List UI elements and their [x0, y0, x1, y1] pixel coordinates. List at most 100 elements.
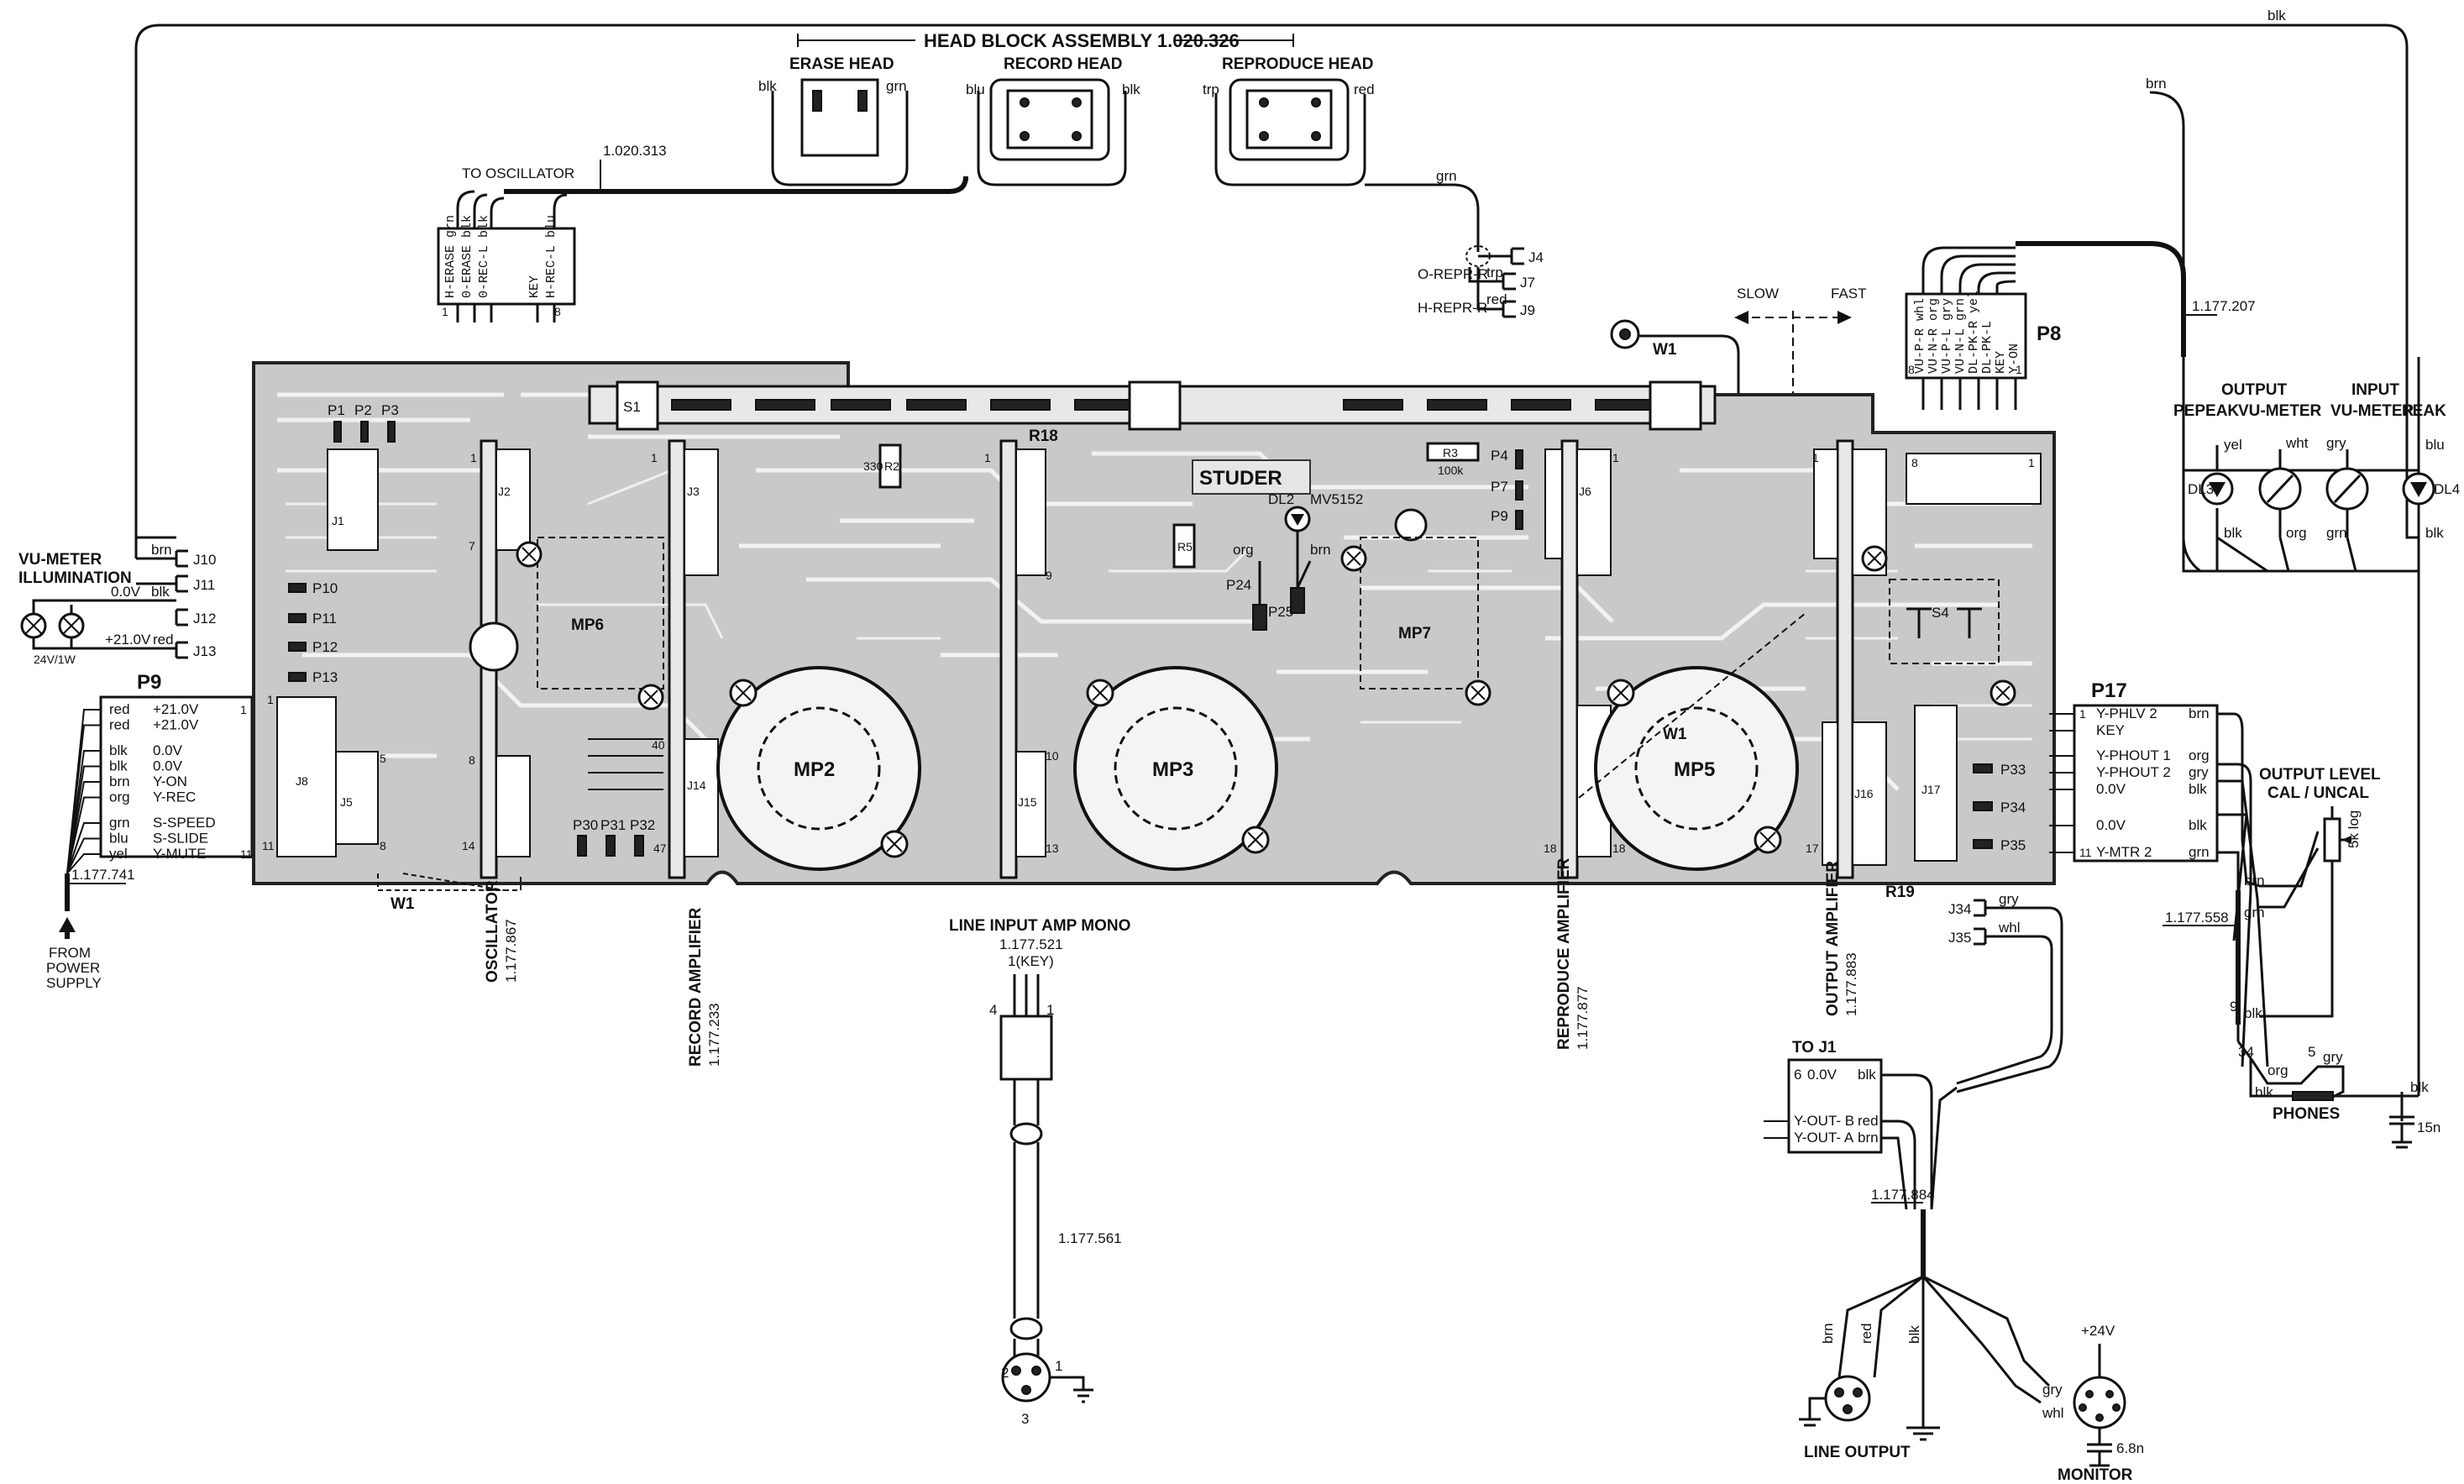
svg-text:1.177.883: 1.177.883 [1843, 952, 1859, 1016]
svg-text:red: red [1858, 1323, 1874, 1344]
svg-text:P1: P1 [328, 402, 345, 418]
svg-text:DL3: DL3 [2188, 481, 2214, 497]
svg-text:15n: 15n [2417, 1120, 2440, 1135]
strip-resistor [906, 399, 967, 411]
svg-text:brn: brn [2244, 873, 2265, 889]
svg-text:W1: W1 [391, 895, 415, 913]
p17-row-signal: 0.0V [2096, 781, 2126, 797]
svg-text:0.0V: 0.0V [1807, 1067, 1838, 1083]
svg-text:10: 10 [1046, 749, 1059, 763]
svg-text:1: 1 [651, 451, 658, 464]
svg-text:8: 8 [1911, 456, 1918, 469]
svg-text:PHONES: PHONES [2273, 1105, 2340, 1123]
svg-text:100k: 100k [1438, 464, 1464, 477]
svg-text:1: 1 [2028, 456, 2035, 469]
p9-row-wire: blk [109, 758, 128, 774]
svg-text:1.177.233: 1.177.233 [706, 1003, 722, 1067]
svg-text:1: 1 [2016, 363, 2022, 376]
p9-row-wire: red [109, 717, 130, 733]
svg-text:brn: brn [1820, 1323, 1836, 1344]
p17-row-signal: 0.0V [2096, 817, 2126, 833]
svg-text:J11: J11 [193, 577, 215, 593]
strip-resistor [1511, 399, 1571, 411]
svg-text:1: 1 [267, 693, 274, 706]
svg-text:P9: P9 [1491, 508, 1508, 524]
p17-row-wire: blk [2189, 817, 2207, 833]
svg-text:P10: P10 [312, 580, 338, 596]
p9-row-wire: blk [109, 742, 128, 758]
p17-row-pin: 11 [2079, 846, 2092, 859]
svg-text:J17: J17 [1921, 783, 1941, 796]
svg-text:P2: P2 [354, 402, 372, 418]
svg-text:MP5: MP5 [1674, 758, 1715, 781]
oscillator-connector [437, 227, 576, 306]
svg-text:wht: wht [2285, 435, 2309, 451]
svg-text:14: 14 [462, 839, 475, 852]
svg-text:11: 11 [262, 839, 275, 852]
svg-text:J12: J12 [193, 611, 216, 627]
svg-text:5: 5 [2308, 1044, 2315, 1060]
record-module [668, 439, 686, 879]
svg-text:1.177.867: 1.177.867 [503, 919, 519, 983]
p9-row-signal: 0.0V [153, 742, 183, 758]
svg-text:+24V: +24V [2081, 1323, 2115, 1339]
svg-text:R2: R2 [884, 459, 899, 473]
svg-text:J8: J8 [296, 774, 308, 788]
svg-text:FROM: FROM [49, 945, 91, 961]
svg-text:KEY: KEY [1994, 351, 2008, 374]
svg-text:5k log: 5k log [2346, 810, 2362, 848]
svg-text:J16: J16 [1854, 787, 1874, 800]
svg-text:red: red [1486, 291, 1507, 307]
output-amplifier-label: OUTPUT AMPLIFIER [1824, 861, 1842, 1016]
svg-text:1.177.561: 1.177.561 [1058, 1230, 1122, 1246]
p9-row-signal: S-SPEED [153, 815, 216, 831]
p9-row-wire: red [109, 701, 130, 717]
svg-text:P25: P25 [1268, 604, 1293, 620]
svg-text:blk: blk [2255, 1084, 2273, 1100]
svg-text:blk: blk [151, 584, 170, 600]
svg-text:R3: R3 [1443, 446, 1458, 459]
svg-text:blk: blk [1858, 1067, 1876, 1083]
record-wire-blu: blu [966, 81, 985, 97]
phones-jack [2292, 1091, 2334, 1101]
svg-text:+21.0V: +21.0V [105, 632, 151, 648]
p17-row-signal: Y-PHOUT 2 [2096, 764, 2171, 780]
svg-text:13: 13 [1046, 842, 1059, 855]
oscillator-cable: 1.020.313 TO OSCILLATOR H-ERASE grn 0-ER… [437, 143, 968, 322]
cable-1-020-313: 1.020.313 [603, 143, 667, 159]
svg-text:0-ERASE blk: 0-ERASE blk [460, 215, 474, 298]
svg-text:VU-P-L gry: VU-P-L gry [1940, 298, 1954, 374]
svg-text:SUPPLY: SUPPLY [46, 975, 102, 991]
svg-text:whl: whl [1998, 920, 2021, 936]
svg-text:P24: P24 [1226, 577, 1251, 593]
svg-text:9: 9 [1046, 569, 1052, 582]
svg-text:J1: J1 [332, 514, 344, 527]
svg-text:blk: blk [2425, 525, 2444, 541]
svg-text:blu: blu [2425, 437, 2445, 453]
svg-text:J9: J9 [1520, 302, 1535, 318]
svg-text:5: 5 [380, 752, 386, 765]
svg-text:ILLUMINATION: ILLUMINATION [18, 569, 132, 587]
svg-text:blk: blk [1906, 1325, 1922, 1344]
p9-row-signal: S-SLIDE [153, 831, 208, 847]
p17-row-wire: gry [2189, 764, 2209, 780]
svg-text:DL-PK-L: DL-PK-L [1980, 321, 1995, 374]
svg-text:P12: P12 [312, 639, 338, 655]
svg-text:DL2: DL2 [1268, 491, 1294, 507]
svg-text:MP2: MP2 [794, 758, 835, 781]
svg-text:MP6: MP6 [571, 616, 604, 634]
svg-text:P17: P17 [2091, 679, 2127, 702]
strip-resistor [990, 399, 1051, 411]
p17-body [2073, 704, 2219, 863]
svg-text:grn: grn [1436, 168, 1457, 184]
svg-text:DL4: DL4 [2434, 481, 2460, 497]
svg-text:VU-METER: VU-METER [2238, 402, 2322, 420]
svg-text:grn: grn [2326, 525, 2347, 541]
svg-text:P31: P31 [600, 817, 626, 833]
p17-row-signal: KEY [2096, 722, 2125, 738]
svg-text:3: 3 [1021, 1411, 1029, 1427]
svg-text:1.177.521: 1.177.521 [999, 936, 1063, 952]
p8-body [1905, 292, 2027, 380]
repro-wire-red: red [1354, 81, 1375, 97]
line-input-section: LINE INPUT AMP MONO 1.177.521 1(KEY) 4 1… [949, 917, 1130, 1427]
